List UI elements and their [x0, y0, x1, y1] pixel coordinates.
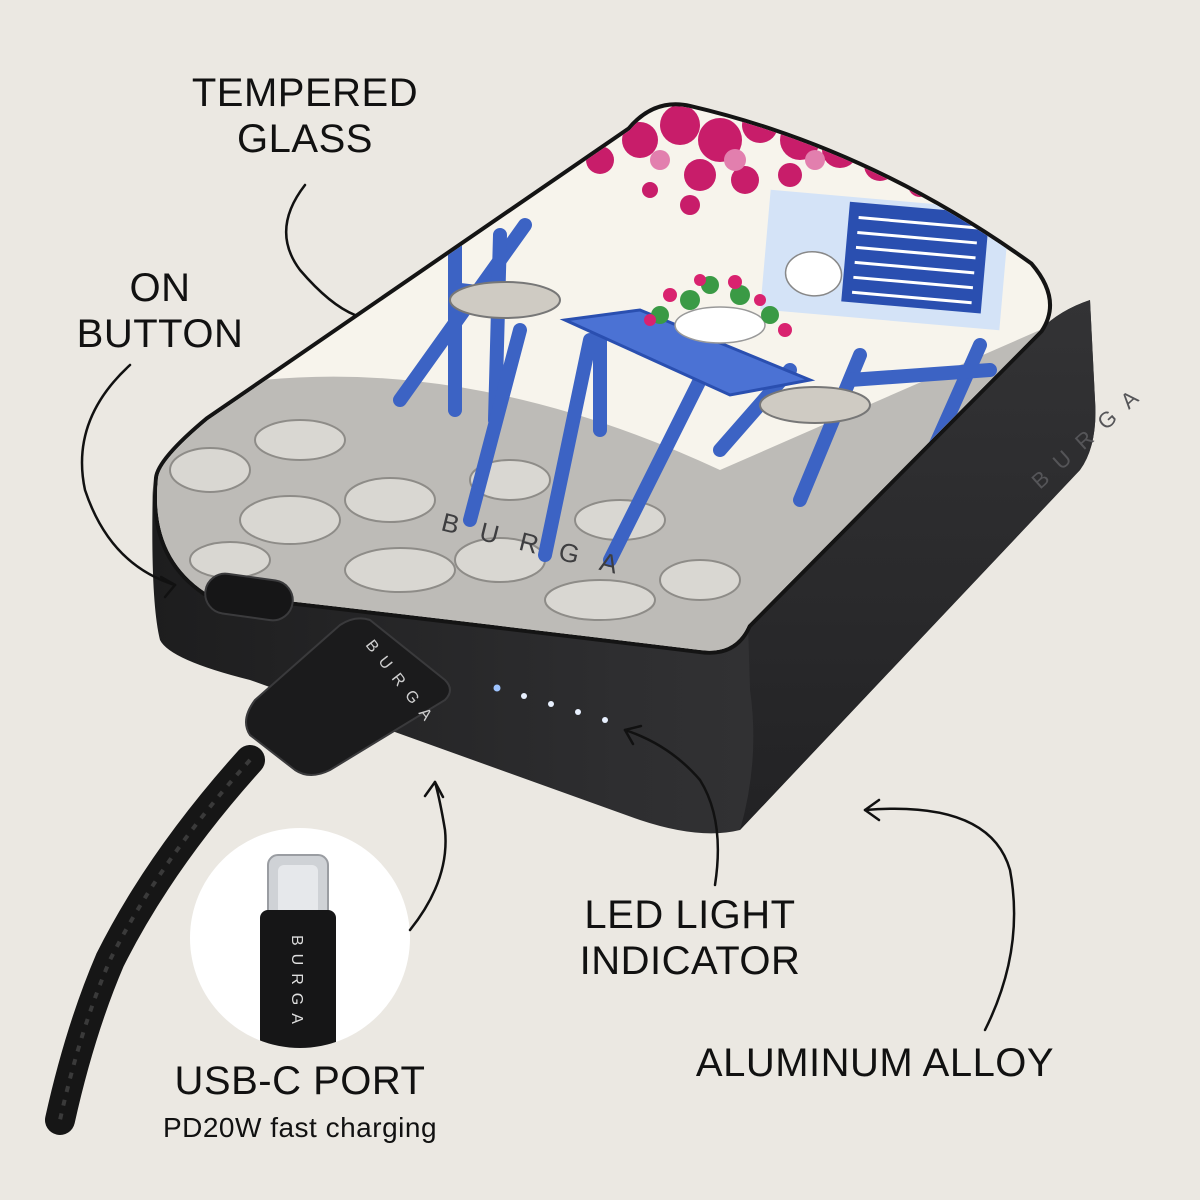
arrow-aluminum-alloy — [863, 807, 1016, 1032]
led-dot — [548, 701, 554, 707]
label-tempered-line2: GLASS — [237, 117, 373, 161]
label-led-line1: LED LIGHT — [584, 893, 796, 937]
callout-arrows — [80, 183, 1016, 1032]
led-dot — [493, 684, 501, 692]
led-dot — [602, 717, 608, 723]
flower-pot — [644, 274, 792, 344]
label-aluminum-alloy: ALUMINUM ALLOY — [695, 1041, 1055, 1085]
on-button[interactable] — [203, 571, 296, 623]
label-usb-c-port: USB-C PORT — [174, 1059, 426, 1103]
label-tempered-glass: TEMPERED GLASS — [160, 70, 450, 162]
label-tempered-line1: TEMPERED — [191, 71, 419, 115]
arrow-tempered-glass — [285, 183, 357, 317]
connector-brand-logo: BURGA — [288, 935, 305, 1032]
arrow-led-indicator — [623, 728, 720, 887]
arrow-on-button — [80, 363, 177, 587]
led-dot — [521, 693, 527, 699]
label-on-line2: BUTTON — [76, 312, 244, 356]
label-led-line2: INDICATOR — [579, 939, 801, 983]
arrow-usb-c-port — [408, 780, 447, 932]
label-on-button: ON BUTTON — [50, 265, 270, 357]
label-usb-c-sub: PD20W fast charging — [162, 1112, 438, 1143]
window-shutters — [784, 201, 990, 314]
usb-c-cable: BURGA — [45, 617, 451, 1135]
label-led-indicator: LED LIGHT INDICATOR — [540, 892, 840, 984]
label-on-line1: ON — [129, 266, 191, 310]
led-indicator — [493, 684, 608, 723]
usb-c-connector-inset: BURGA — [190, 828, 410, 1048]
table-top — [559, 308, 816, 397]
led-dot — [575, 709, 581, 715]
